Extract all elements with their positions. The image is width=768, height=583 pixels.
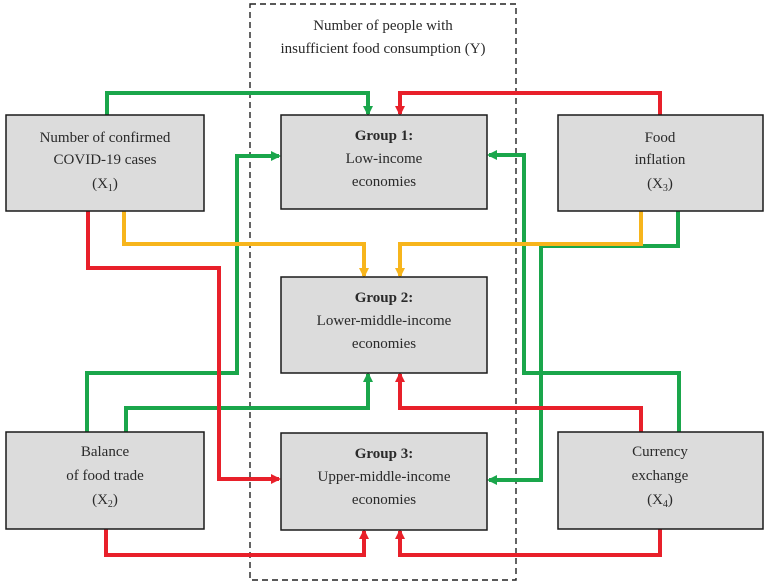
arrow-x4-to-g3 xyxy=(395,529,662,557)
arrow-x2-to-g2 xyxy=(124,372,373,432)
arrow-x3-to-g1 xyxy=(395,91,662,116)
y-title-line1: Number of people with xyxy=(313,18,453,34)
group-box-2: Group 2: Lower-middle-income economies xyxy=(280,276,488,374)
arrow-x1-to-g1 xyxy=(105,91,373,116)
arrow-x4-to-g1 xyxy=(487,150,681,432)
factor-x4-line2: exchange xyxy=(632,468,689,484)
y-title-line2: insufficient food consumption (Y) xyxy=(280,41,485,57)
arrow-x2-to-g3 xyxy=(104,529,369,557)
factor-x3-line1: Food xyxy=(645,130,676,146)
factor-x2-line1: Balance xyxy=(81,444,130,460)
factor-box-x1: Number of confirmed COVID-19 cases (X1) xyxy=(5,114,205,212)
factor-x2-var: (X2) xyxy=(92,492,118,510)
factor-x1-var: (X1) xyxy=(92,176,118,194)
factor-x3-line2: inflation xyxy=(635,152,686,168)
arrow-x1-to-g3 xyxy=(86,211,281,484)
arrow-x1-to-g2 xyxy=(122,211,369,278)
group-box-1: Group 1: Low-income economies xyxy=(280,114,488,210)
factor-box-x3: Food inflation (X3) xyxy=(557,114,764,212)
group-1-line1: Low-income xyxy=(346,151,423,167)
factor-box-x4: Currency exchange (X4) xyxy=(557,431,764,530)
group-2-line1: Lower-middle-income xyxy=(317,313,452,329)
factor-x1-line1: Number of confirmed xyxy=(40,130,171,146)
factor-x3-var: (X3) xyxy=(647,176,673,194)
group-2-title: Group 2: xyxy=(355,290,413,306)
factor-x4-line1: Currency xyxy=(632,444,688,460)
group-1-title: Group 1: xyxy=(355,128,413,144)
arrow-x2-to-g1 xyxy=(85,151,281,432)
group-1-line2: economies xyxy=(352,174,416,190)
arrow-x4-to-g2 xyxy=(395,372,643,432)
group-3-title: Group 3: xyxy=(355,446,413,462)
factor-x4-var: (X4) xyxy=(647,492,673,510)
factor-x1-line2: COVID-19 cases xyxy=(54,152,157,168)
factor-box-x2: Balance of food trade (X2) xyxy=(5,431,205,530)
group-3-line2: economies xyxy=(352,492,416,508)
group-3-line1: Upper-middle-income xyxy=(318,469,451,485)
y-dashed-container xyxy=(249,3,517,581)
group-2-line2: economies xyxy=(352,336,416,352)
arrow-x3-to-g2 xyxy=(395,211,643,278)
factor-x2-line2: of food trade xyxy=(66,468,144,484)
group-box-3: Group 3: Upper-middle-income economies xyxy=(280,432,488,531)
